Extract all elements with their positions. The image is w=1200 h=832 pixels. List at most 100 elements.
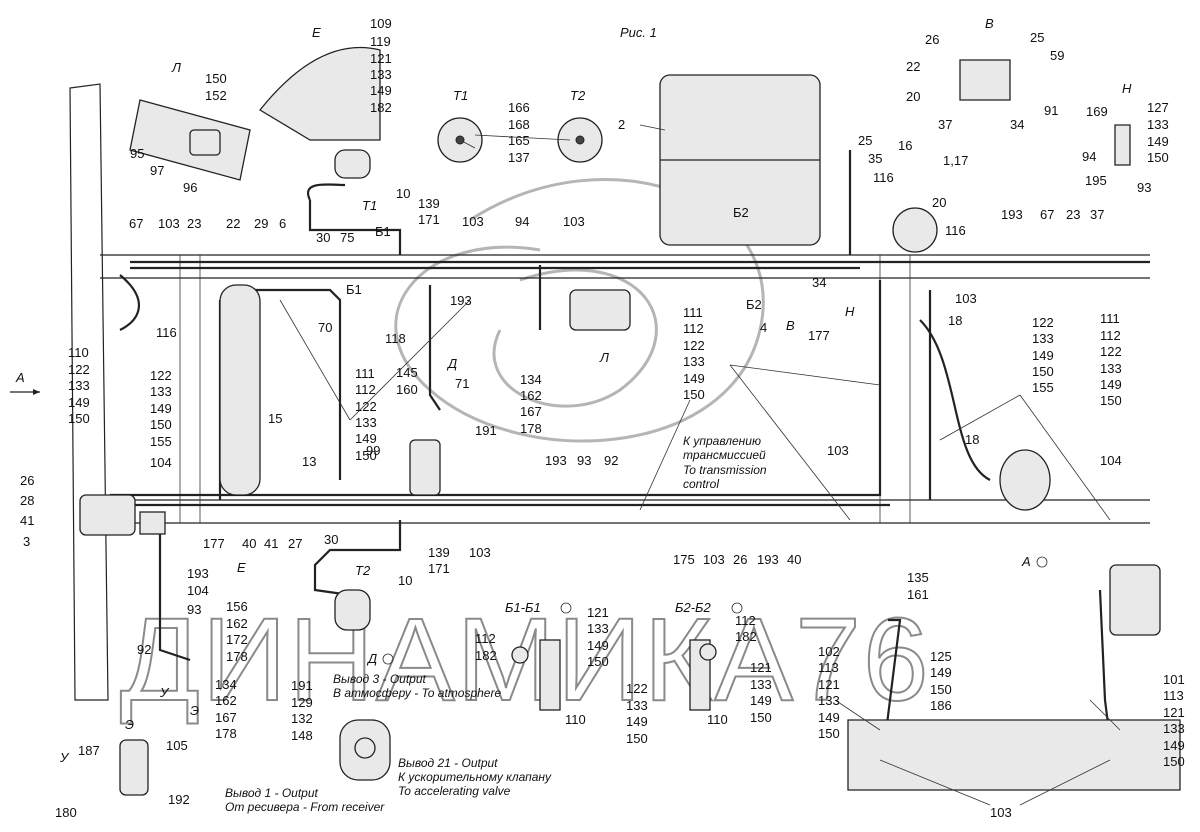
callout: 162 [226,616,248,631]
callout: 177 [808,328,830,343]
callout: 193 [545,453,567,468]
callout: 30 [316,230,330,245]
arrow-t2: Т2 [355,563,371,578]
callout: 133 [1147,117,1169,132]
callout: 133 [370,67,392,82]
callout: 178 [226,649,248,664]
callout: 4 [760,320,767,335]
callout: 75 [340,230,354,245]
callout: 10 [398,573,412,588]
callout: 94 [1082,149,1096,164]
callout: 149 [1100,377,1122,392]
callout: 195 [1085,173,1107,188]
callout: 182 [370,100,392,115]
callout: 119 [370,34,391,49]
fuel-tank-outline [219,284,261,496]
valve-assembly [569,289,631,331]
callout: 150 [1032,364,1054,379]
callout: 40 [787,552,801,567]
valve-u-view [119,739,149,796]
callout: 34 [812,275,826,290]
callout-labels: 109 119 121 133 149 182 150 152 95 97 96… [20,16,1185,820]
callout: 137 [508,150,530,165]
callout: 162 [215,693,237,708]
axle-a-view [847,719,1181,791]
callout: 160 [396,382,418,397]
arrow-d: Д [446,356,457,371]
arrow-a: А [15,370,25,385]
callout: 23 [187,216,201,231]
callout: 133 [1163,721,1185,736]
view-t2: Т2 [570,88,586,103]
compressor [892,207,938,253]
callout: 112 [735,613,756,628]
callout: 103 [827,443,849,458]
callout: 110 [707,712,728,727]
callout: 150 [355,448,377,463]
callout: 103 [462,214,484,229]
callout: 112 [355,382,376,397]
callout: 155 [1032,380,1054,395]
callout: 155 [150,434,172,449]
callout: 104 [1100,453,1122,468]
callout: 103 [703,552,725,567]
callout: 91 [1044,103,1058,118]
callout: Б1 [375,224,391,239]
callout: 149 [370,83,392,98]
callout: 110 [68,345,89,360]
pipelines [110,150,1150,781]
callout: 16 [898,138,912,153]
callout: 18 [965,432,979,447]
callout: 13 [302,454,316,469]
callout: 175 [673,552,695,567]
bracket-e [259,46,381,141]
callout: 111 [683,305,703,320]
callout: 149 [68,395,90,410]
callout: 133 [683,354,705,369]
callout: 187 [78,743,100,758]
callout: 104 [187,583,209,598]
arrow-u: У [159,685,170,700]
callout: 150 [587,654,609,669]
callout: 94 [515,214,529,229]
callout: 109 [370,16,392,31]
callout: 20 [932,195,946,210]
callout: 28 [20,493,34,508]
callout: 122 [626,681,648,696]
callout: 112 [683,321,704,336]
callout: 149 [150,401,172,416]
callout: 150 [68,411,90,426]
components [79,46,1181,796]
callout: 150 [626,731,648,746]
callout: 121 [818,677,840,692]
callout: 150 [205,71,227,86]
callout: 18 [948,313,962,328]
callout: 37 [938,117,952,132]
callout: 125 [930,649,952,664]
valve-block-v [959,59,1011,101]
callout: 111 [355,366,375,381]
callout: 10 [396,186,410,201]
callout: 171 [418,212,440,227]
callout: 101 [1163,672,1185,687]
arrow-e: Е [237,560,246,575]
callout: 133 [626,698,648,713]
callout: 99 [366,443,380,458]
callout: 111 [1100,311,1120,326]
callout: 93 [187,602,201,617]
note-output21-3: To accelerating valve [398,784,511,798]
callout: 35 [868,151,882,166]
callout: 116 [945,223,966,238]
callout: 67 [1040,207,1054,222]
callout: 121 [370,51,392,66]
callout: 103 [563,214,585,229]
callout: Б2 [746,297,762,312]
callout: 97 [150,163,164,178]
callout: 133 [818,693,840,708]
callout: 152 [205,88,227,103]
arrow-l: Л [599,350,609,365]
callout: 133 [587,621,609,636]
callout: 105 [166,738,188,753]
callout: 22 [226,216,240,231]
callout: 133 [750,677,772,692]
